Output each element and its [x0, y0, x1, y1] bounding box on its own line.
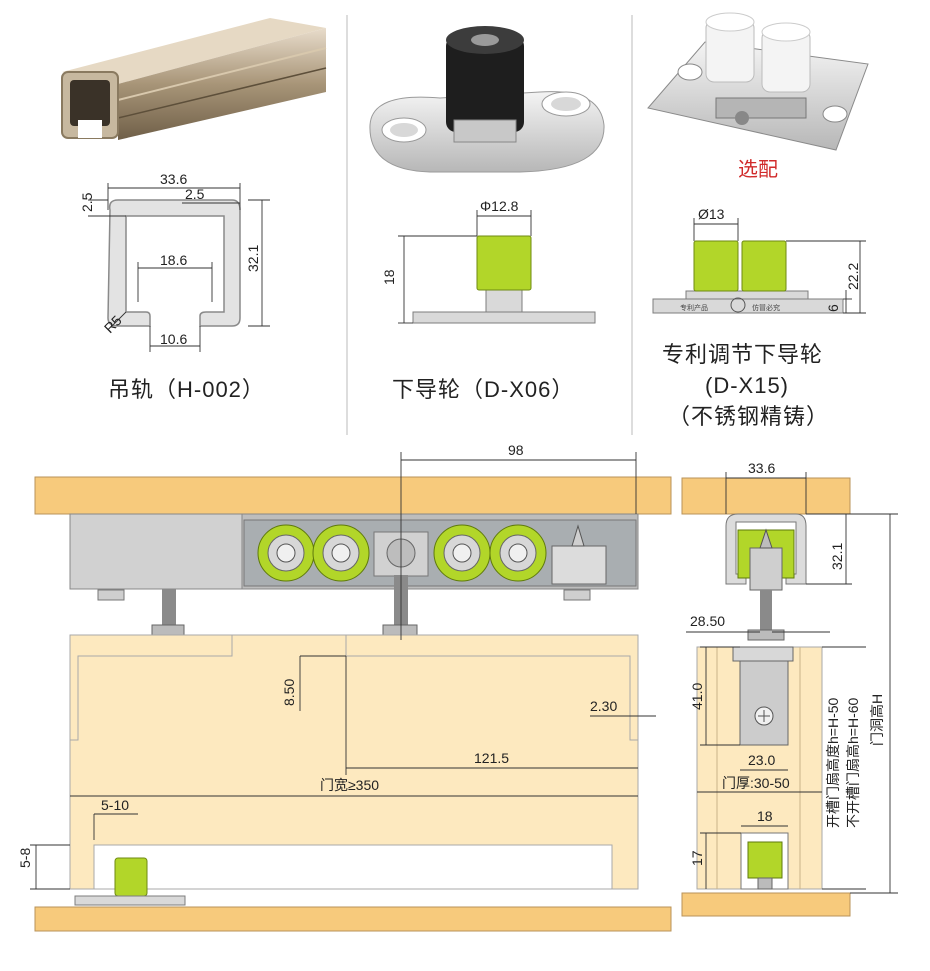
d-x15-dim-base: 6: [825, 304, 841, 312]
rail-dim-height: 32.1: [245, 245, 261, 272]
side-dim-door-thickness: 门厚:30-50: [722, 775, 790, 791]
rail-photo: [61, 18, 327, 140]
dim-8-50: 8.50: [281, 679, 297, 706]
roller-wheels: [257, 524, 547, 582]
d-x06-dim-height: 18: [381, 269, 397, 285]
dim-5-10: 5-10: [101, 797, 129, 813]
side-dim-17: 17: [689, 850, 705, 866]
rail-dim-width: 33.6: [160, 171, 187, 187]
guide-d-x15-drawing: [652, 218, 866, 314]
d-x15-dim-diameter: Ø13: [698, 206, 725, 222]
rail-dim-wall-top: 2.5: [185, 186, 205, 202]
rail-dim-slot: 10.6: [160, 331, 187, 347]
floor: [34, 906, 672, 932]
caption-d-x06: 下导轮（D-X06）: [392, 377, 574, 402]
side-no-slot-height: 不开槽门扇高h=H-60: [845, 697, 861, 828]
side-dim-32-1: 32.1: [829, 543, 845, 570]
guide-d-x06-photo: [369, 26, 605, 173]
side-floor: [681, 892, 851, 917]
top-beam: [34, 476, 672, 515]
caption-d-x15-line1: 专利调节下导轮: [662, 342, 823, 367]
side-dim-23-0: 23.0: [748, 752, 775, 768]
caption-d-x15-line3: （不锈钢精铸）: [668, 404, 829, 429]
dim-121-5: 121.5: [474, 750, 509, 766]
guide-d-x15-photo: [647, 12, 869, 151]
rail-dim-inner: 18.6: [160, 252, 187, 268]
side-dim-33-6: 33.6: [748, 460, 775, 476]
bottom-guide: [114, 857, 148, 897]
caption-d-x15-line2: (D-X15): [705, 373, 789, 398]
caption-rail: 吊轨（H-002）: [108, 377, 265, 402]
side-top-beam: [681, 477, 851, 515]
side-dim-18: 18: [757, 808, 773, 824]
guide-d-x06-drawing: [398, 210, 596, 324]
dim-5-8: 5-8: [17, 848, 33, 868]
d-x15-stamp-left: 专利产品: [680, 303, 708, 312]
side-dim-28-50: 28.50: [690, 613, 725, 629]
dim-door-width: 门宽≥350: [320, 777, 379, 793]
dim-98: 98: [508, 442, 524, 458]
side-opening-height: 门洞高H: [869, 694, 885, 746]
rail-dim-wall-left: 2.5: [79, 192, 95, 212]
side-assembly: [681, 472, 898, 917]
dim-2-30: 2.30: [590, 698, 617, 714]
side-open-slot-height: 开槽门扇高度h=H-50: [825, 697, 841, 828]
d-x15-dim-height: 22.2: [845, 263, 861, 290]
front-assembly: [30, 452, 672, 932]
rail-section-drawing: [88, 183, 270, 352]
optional-tag: 选配: [738, 158, 778, 181]
side-dim-41-0: 41.0: [689, 683, 705, 710]
door-bottom-slot: [93, 844, 613, 890]
d-x06-dim-diameter: Φ12.8: [480, 198, 519, 214]
d-x15-stamp-right: 仿冒必究: [752, 303, 780, 312]
